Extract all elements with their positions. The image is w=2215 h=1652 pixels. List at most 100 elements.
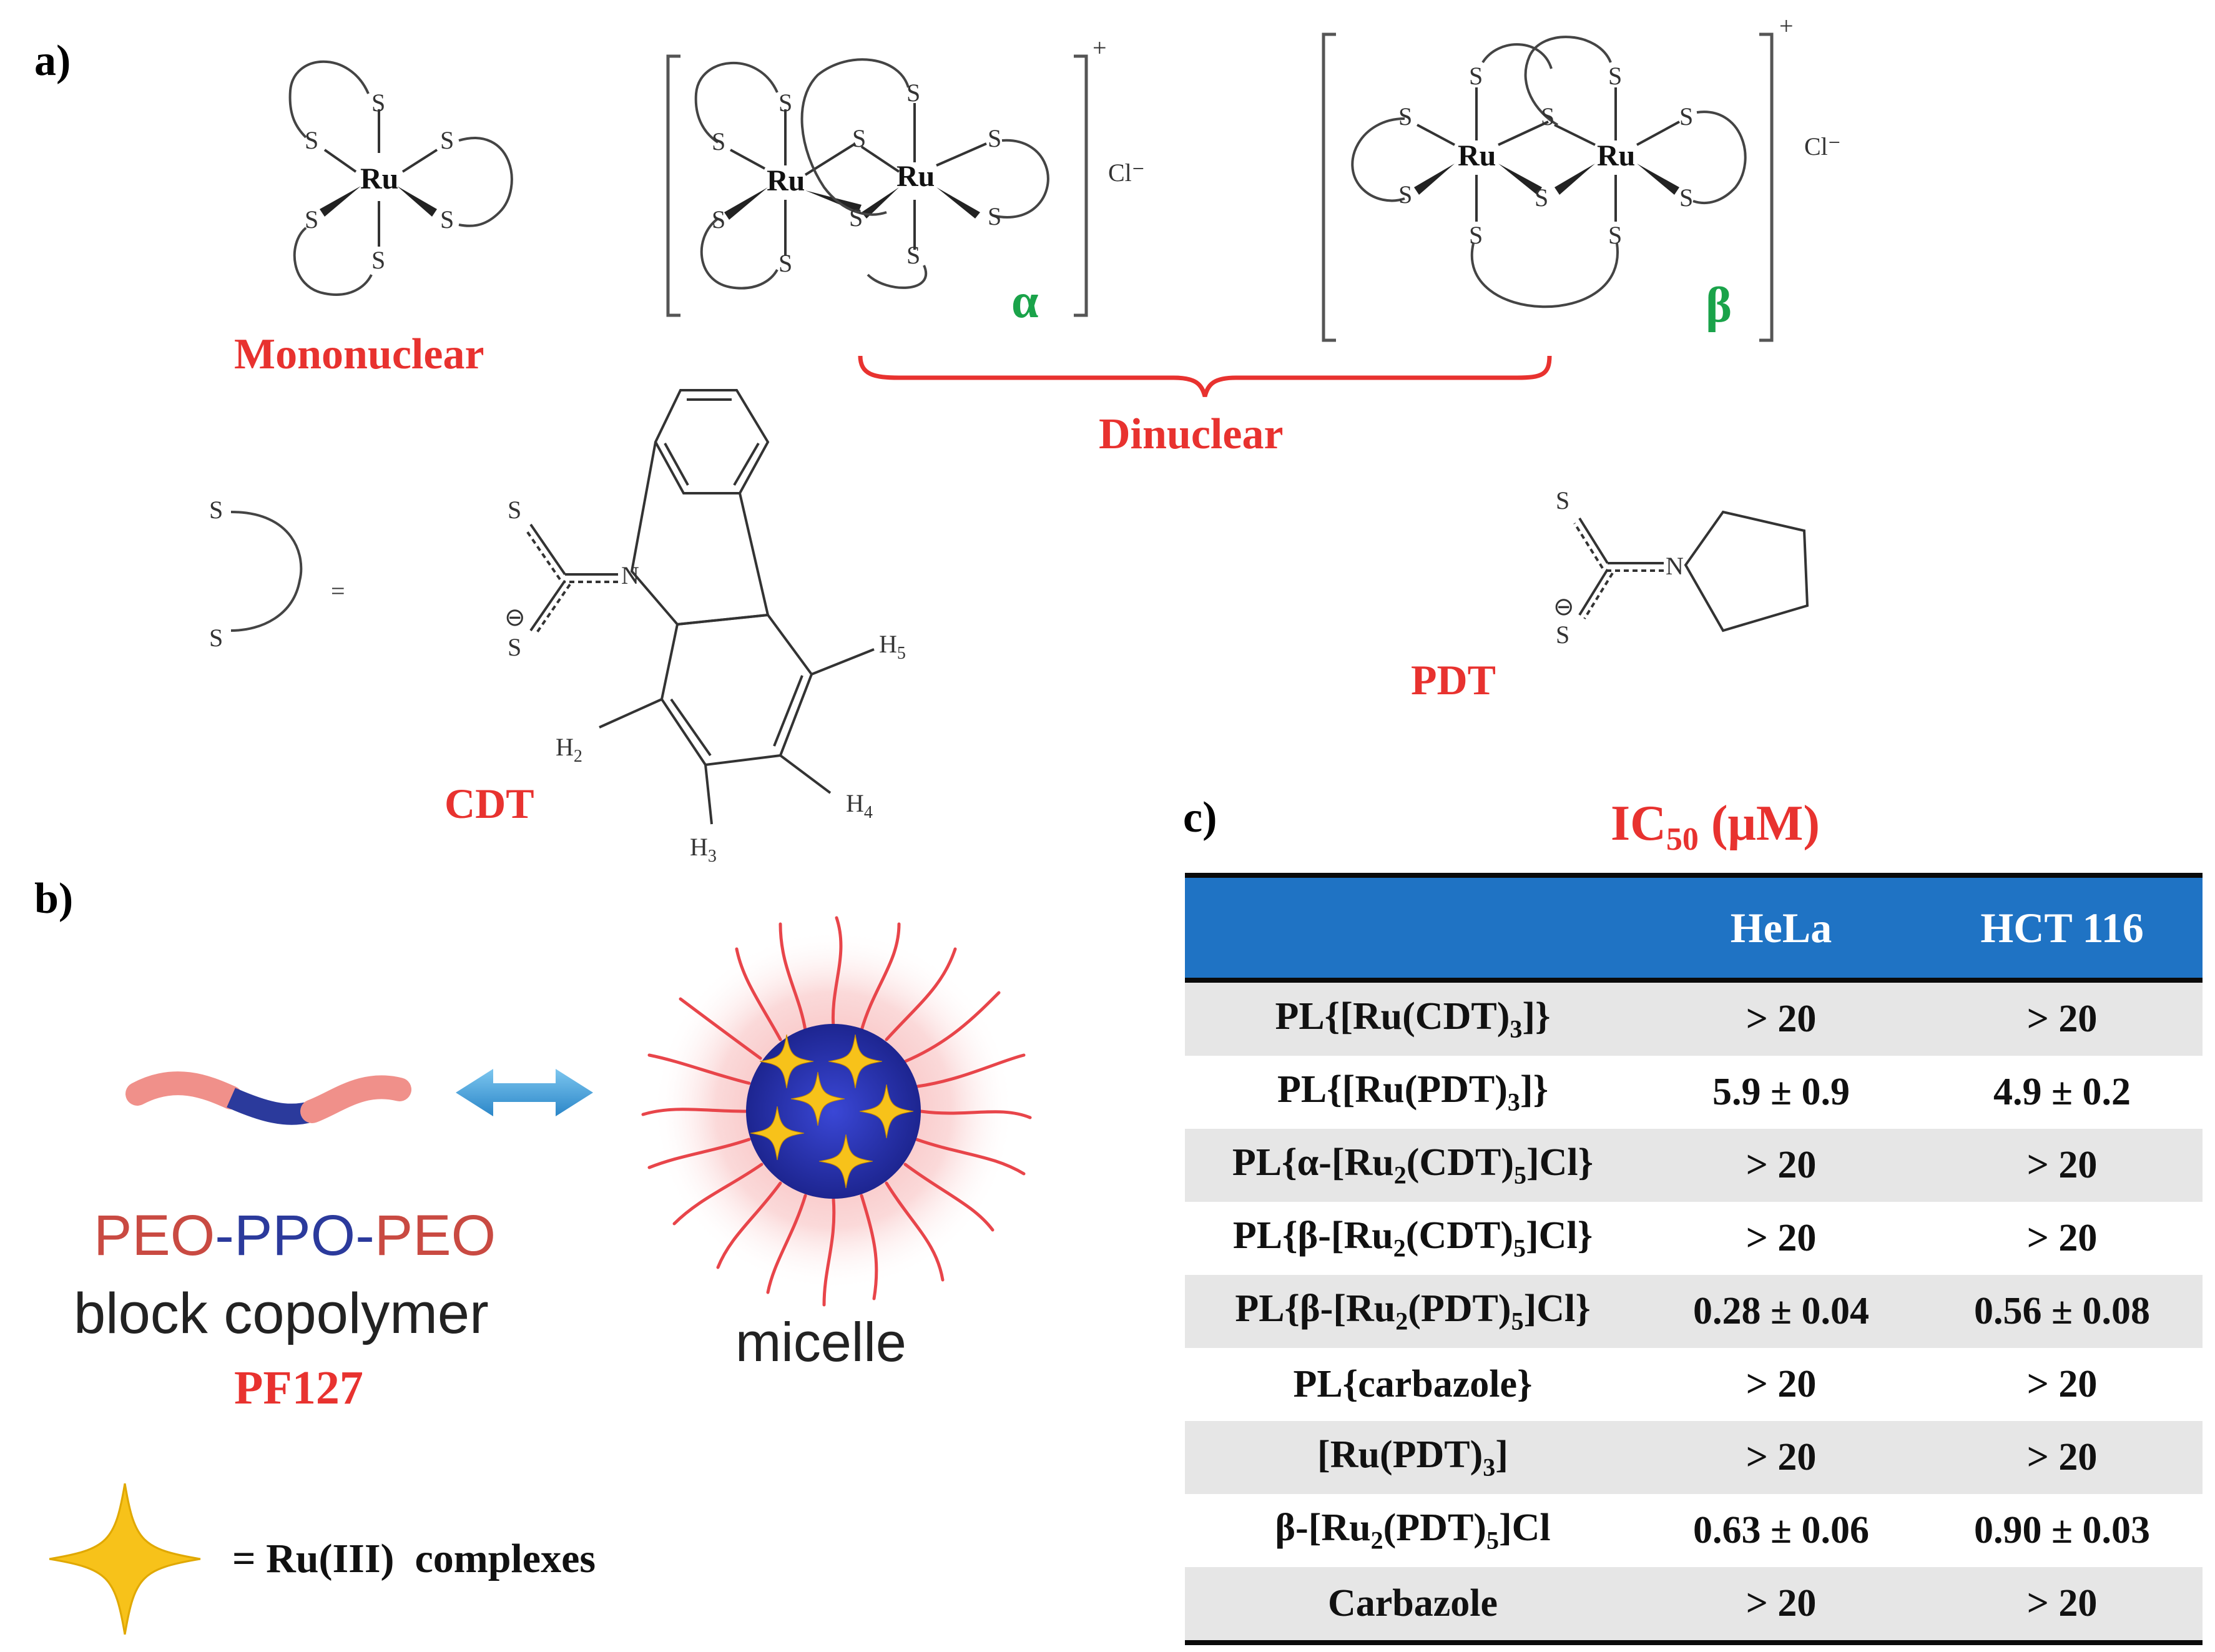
hct116-value: > 20 (1922, 1202, 2203, 1275)
dinuclear-brace (858, 355, 1552, 397)
hela-value: > 20 (1641, 1567, 1922, 1645)
alpha-s9: S (988, 202, 1001, 230)
micelle-graphic (641, 916, 1032, 1307)
beta-s9: S (1469, 221, 1483, 249)
alpha-s7: S (849, 204, 863, 232)
cdt-anion: ⊖ (504, 603, 526, 631)
alpha-s3: S (712, 205, 725, 234)
alpha-s10: S (906, 241, 920, 269)
alpha-s6: S (852, 124, 866, 152)
beta-s7: S (1535, 184, 1548, 212)
alpha-ru1: Ru (767, 164, 805, 197)
cdt-n: N (621, 561, 639, 589)
ppo: PPO (234, 1204, 355, 1267)
table-header-row: HeLa HCT 116 (1185, 873, 2203, 983)
alpha-s8: S (988, 124, 1001, 152)
beta-ru2: Ru (1597, 139, 1635, 172)
compound-cell: PL{α-[Ru2(CDT)5]Cl} (1185, 1129, 1641, 1202)
cdt-h2: H2 (556, 733, 582, 766)
beta-charge: + (1779, 12, 1794, 40)
block-copolymer-label: block copolymer (74, 1282, 489, 1345)
hct116-value: 0.56 ± 0.08 (1922, 1275, 2203, 1348)
table-row: PL{α-[Ru2(CDT)5]Cl}> 20> 20 (1185, 1129, 2203, 1202)
mono-s5: S (440, 205, 454, 234)
equilibrium-arrow (456, 1069, 593, 1116)
table-row: PL{carbazole}> 20> 20 (1185, 1348, 2203, 1421)
hela-value: 0.63 ± 0.06 (1641, 1494, 1922, 1567)
hct116-value: > 20 (1922, 1129, 2203, 1202)
dinuclear-label: Dinuclear (1099, 410, 1284, 458)
mono-s4: S (305, 205, 318, 234)
cdt-h4: H4 (846, 789, 873, 822)
cdt-structure: N S S ⊖ H5 H2 H4 H3 (504, 389, 906, 866)
hela-value: > 20 (1641, 980, 1922, 1056)
hela-value: > 20 (1641, 1129, 1922, 1202)
mono-s6: S (371, 246, 385, 274)
micelle-label: micelle (735, 1311, 906, 1373)
table-row: PL{[Ru(CDT)3]}> 20> 20 (1185, 980, 2203, 1056)
dash-left: - (215, 1204, 234, 1267)
copolymer-formula: PEO-PPO-PEO (94, 1204, 496, 1267)
pdt-s-bottom: S (1556, 621, 1569, 649)
cdt-h3: H3 (690, 833, 717, 866)
mononuclear-label: Mononuclear (234, 330, 484, 378)
alpha-dinuclear-structure: + Cl⁻ S S S S S S S S S S Ru Ru (666, 34, 1145, 317)
alpha-label: α (1011, 273, 1039, 328)
compound-cell: PL{β-[Ru2(PDT)5]Cl} (1185, 1275, 1641, 1348)
pdt-label: PDT (1411, 656, 1496, 704)
peo-left: PEO (94, 1204, 215, 1267)
hct116-value: 4.9 ± 0.2 (1922, 1056, 2203, 1129)
compound-cell: PL{[Ru(PDT)3]} (1185, 1056, 1641, 1129)
pdt-n: N (1666, 552, 1684, 580)
panel-b-label: b) (34, 875, 73, 923)
alpha-charge: + (1093, 34, 1107, 62)
ligand-s-top: S (209, 496, 223, 524)
alpha-ru2: Ru (896, 160, 935, 193)
copolymer-chain (125, 1071, 411, 1125)
beta-s8: S (1679, 184, 1693, 212)
beta-ru1: Ru (1458, 139, 1496, 172)
beta-s1: S (1469, 62, 1483, 90)
compound-cell: Carbazole (1185, 1567, 1641, 1645)
beta-s3: S (1398, 102, 1412, 130)
hct116-value: 0.90 ± 0.03 (1922, 1494, 2203, 1567)
hct116-value: > 20 (1922, 1567, 2203, 1645)
hct116-value: > 20 (1922, 1421, 2203, 1494)
alpha-counter-ion: Cl⁻ (1108, 159, 1145, 187)
pdt-structure: N S S ⊖ (1553, 486, 1809, 649)
equals-sign: = (331, 577, 345, 605)
pdt-s-top: S (1556, 486, 1569, 514)
pdt-anion: ⊖ (1553, 592, 1574, 621)
table-row: Carbazole> 20> 20 (1185, 1567, 2203, 1645)
compound-cell: β-[Ru2(PDT)5]Cl (1185, 1494, 1641, 1567)
panel-a-label: a) (34, 37, 71, 85)
hct116-value: > 20 (1922, 980, 2203, 1056)
alpha-s2: S (712, 127, 725, 155)
beta-dinuclear-structure: + Cl⁻ S S S S S S S S S S Ru Ru (1322, 12, 1841, 342)
mono-s2: S (305, 126, 318, 154)
hela-value: > 20 (1641, 1348, 1922, 1421)
header-hela: HeLa (1641, 873, 1922, 983)
ic50-title: IC50 (μM) (1611, 796, 1820, 857)
ru-complex-star-icon (48, 1482, 202, 1636)
peo-right: PEO (375, 1204, 496, 1267)
panel-c-label: c) (1183, 794, 1217, 842)
beta-s5: S (1679, 102, 1693, 130)
header-hct116: HCT 116 (1922, 873, 2203, 983)
beta-s4: S (1541, 102, 1554, 130)
table-row: [Ru(PDT)3]> 20> 20 (1185, 1421, 2203, 1494)
hct116-value: > 20 (1922, 1348, 2203, 1421)
hela-value: > 20 (1641, 1202, 1922, 1275)
compound-cell: PL{carbazole} (1185, 1348, 1641, 1421)
mono-ru: Ru (360, 162, 398, 195)
cdt-s-bottom: S (508, 633, 521, 661)
mono-s3: S (440, 126, 454, 154)
hela-value: 0.28 ± 0.04 (1641, 1275, 1922, 1348)
alpha-s1: S (778, 89, 792, 117)
pf127-label: PF127 (234, 1362, 363, 1414)
